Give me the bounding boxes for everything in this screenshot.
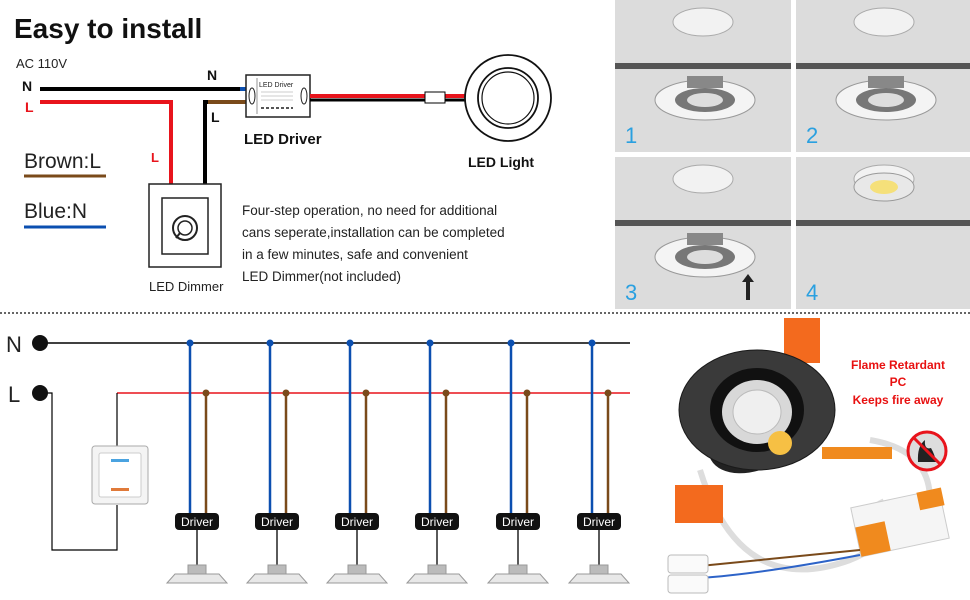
step-number: 2: [806, 123, 818, 148]
legend-brown-label: Brown:L: [24, 150, 101, 173]
driver-branch: Driver: [567, 339, 631, 584]
callout-line: PC: [890, 375, 907, 389]
description-line: LED Dimmer(not included): [242, 269, 401, 284]
step-number: 3: [625, 280, 637, 305]
driver-branch: Driver: [486, 339, 550, 584]
spring-clip: [675, 485, 723, 523]
driver-label: Driver: [583, 515, 615, 529]
terminal-block: [667, 574, 709, 594]
step-panel: 4: [796, 157, 970, 309]
ceiling-hole: [672, 7, 734, 37]
dimmer-l-label: L: [151, 150, 159, 165]
driver-box: [496, 513, 540, 530]
cob-led: [768, 431, 792, 455]
l-terminal: [32, 385, 48, 401]
junction-dot: [202, 389, 210, 397]
driver-l-label: L: [211, 109, 220, 125]
parallel-wiring-diagram: N L Driver Driver Driver Driver Driver Driver: [6, 332, 631, 584]
junction-dot: [442, 389, 450, 397]
led-driver-icon: LED Driver: [245, 74, 311, 118]
legend-blue-label: Blue:N: [24, 200, 87, 223]
install-steps: 1 2 3 4: [612, 0, 970, 310]
live-wire: [40, 100, 173, 185]
connector-icon: [424, 91, 446, 104]
driver-box: [577, 513, 621, 530]
ceiling-hole: [672, 164, 734, 194]
junction-dot: [346, 339, 354, 347]
light-label: LED Light: [468, 154, 534, 170]
driver-branch: Driver: [325, 339, 389, 584]
bottom-n-label: N: [6, 332, 22, 357]
dimmer-label: LED Dimmer: [149, 279, 224, 294]
page-title: Easy to install: [14, 13, 202, 44]
driver-box: [415, 513, 459, 530]
driver-label: Driver: [181, 515, 213, 529]
junction-dot: [426, 339, 434, 347]
driver-label: Driver: [261, 515, 293, 529]
driver-branch: Driver: [405, 339, 469, 584]
junction-dot: [186, 339, 194, 347]
junction-dot: [588, 339, 596, 347]
driver-box: [175, 513, 219, 530]
ceiling-hole: [853, 7, 915, 37]
downlight-icon: [165, 573, 229, 584]
junction-dot: [282, 389, 290, 397]
junction-dot: [523, 389, 531, 397]
driver-label: Driver: [502, 515, 534, 529]
supply-label: AC 110V: [16, 56, 67, 71]
driver-label: Driver: [421, 515, 453, 529]
callout-line: Flame Retardant: [851, 358, 945, 372]
driver-branch: Driver: [165, 339, 229, 584]
l-label: L: [25, 99, 34, 115]
junction-dot: [362, 389, 370, 397]
downlight-icon: [405, 573, 469, 584]
product-photo: Flame Retardant PC Keeps fire away: [667, 318, 950, 594]
downlight-icon: [486, 573, 550, 584]
callout-line: Keeps fire away: [853, 393, 944, 407]
arrow-up-icon: [742, 274, 754, 300]
step-number: 1: [625, 123, 637, 148]
step-panel: 3: [615, 157, 791, 309]
step-number: 4: [806, 280, 818, 305]
driver-n-label: N: [207, 67, 217, 83]
driver-box: [255, 513, 299, 530]
terminal-block: [667, 554, 709, 574]
n-label: N: [22, 78, 32, 94]
driver-branch: Driver: [245, 339, 309, 584]
led-light-icon: [464, 54, 552, 142]
description-line: Four-step operation, no need for additio…: [242, 203, 497, 218]
downlight-icon: [567, 573, 631, 584]
description-line: cans seperate,installation can be comple…: [242, 225, 505, 240]
junction-dot: [507, 339, 515, 347]
driver-label: LED Driver: [244, 131, 322, 148]
bottom-l-label: L: [8, 382, 20, 407]
downlight-icon: [245, 573, 309, 584]
junction-dot: [604, 389, 612, 397]
downlight-icon: [325, 573, 389, 584]
driver-label: Driver: [341, 515, 373, 529]
n-terminal: [32, 335, 48, 351]
no-fire-icon: [906, 430, 948, 472]
description-line: in a few minutes, safe and convenient: [242, 247, 468, 262]
driver-box: [335, 513, 379, 530]
step-panel: 1: [615, 0, 791, 152]
driver-box-text: LED Driver: [259, 82, 294, 89]
step-panel: 2: [796, 0, 970, 152]
description: Four-step operation, no need for additio…: [242, 203, 505, 284]
wall-switch-icon: [91, 445, 149, 505]
junction-dot: [266, 339, 274, 347]
led-dimmer-icon: [148, 183, 222, 268]
